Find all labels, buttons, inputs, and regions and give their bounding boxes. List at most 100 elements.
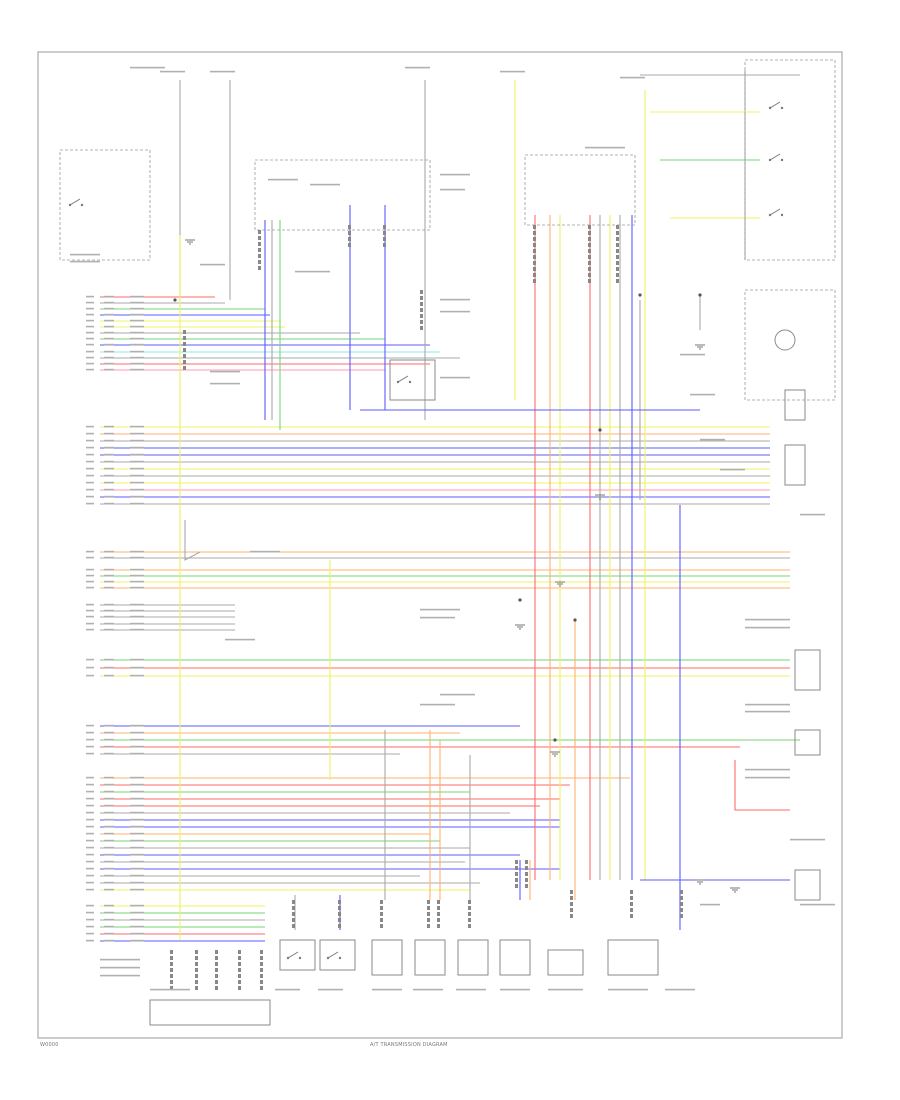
tiny-label-mark xyxy=(86,731,94,734)
tiny-label-mark xyxy=(130,888,144,891)
connector-pin xyxy=(238,968,241,972)
tiny-label-mark xyxy=(86,724,94,727)
fuse-relay-box xyxy=(254,159,431,231)
tiny-label-mark xyxy=(86,839,94,842)
connector-icon xyxy=(380,900,383,928)
ground-icon xyxy=(730,887,740,893)
connector-icon xyxy=(195,950,198,990)
connector-icon xyxy=(420,290,423,330)
connector-icon xyxy=(238,950,241,990)
connector-pin xyxy=(680,896,683,900)
tiny-label-mark xyxy=(130,307,144,310)
connector-pin xyxy=(533,243,536,247)
connector-pin xyxy=(348,237,351,241)
connector-pin xyxy=(183,336,186,340)
tiny-label-mark xyxy=(86,368,94,371)
tiny-label-mark xyxy=(86,603,94,606)
tiny-label-mark xyxy=(548,988,583,991)
connector-pin xyxy=(570,896,573,900)
connector-pin xyxy=(515,872,518,876)
connector-pin xyxy=(630,914,633,918)
connector-pin xyxy=(258,260,261,264)
shift-solenoid-box xyxy=(414,939,446,976)
tiny-label-mark xyxy=(130,622,144,625)
tiny-label-mark xyxy=(130,932,144,935)
tiny-label-mark xyxy=(104,603,114,606)
tiny-label-mark xyxy=(86,356,94,359)
tiny-label-mark xyxy=(86,622,94,625)
tiny-label-mark xyxy=(440,173,470,176)
connector-pin xyxy=(258,236,261,240)
tiny-label-mark xyxy=(130,550,144,553)
connector-pin xyxy=(588,273,591,277)
tiny-label-mark xyxy=(104,888,114,891)
tiny-label-mark xyxy=(86,580,94,583)
connector-icon xyxy=(570,890,573,918)
tiny-label-mark xyxy=(104,615,114,618)
connector-pin xyxy=(533,261,536,265)
linear-solenoid-box xyxy=(607,939,659,976)
tiny-label-mark xyxy=(104,790,114,793)
tiny-label-mark xyxy=(104,337,114,340)
label-layer xyxy=(70,66,835,991)
connector-pin xyxy=(260,956,263,960)
tiny-label-mark xyxy=(130,356,144,359)
tiny-label-mark xyxy=(86,818,94,821)
tiny-label-mark xyxy=(86,343,94,346)
tiny-label-mark xyxy=(268,178,298,181)
connector-pin xyxy=(338,912,341,916)
connector-pin xyxy=(588,279,591,283)
tiny-label-mark xyxy=(86,495,94,498)
tiny-label-mark xyxy=(130,811,144,814)
connector-pin xyxy=(420,314,423,318)
shift-solenoid-box xyxy=(499,939,531,976)
connector-pin xyxy=(468,924,471,928)
tiny-label-mark xyxy=(130,495,144,498)
tiny-label-mark xyxy=(130,301,144,304)
connector-pin xyxy=(533,279,536,283)
connector-icon xyxy=(515,860,518,888)
tiny-label-mark xyxy=(130,752,144,755)
tiny-label-mark xyxy=(86,904,94,907)
connector-pin xyxy=(588,255,591,259)
tiny-label-mark xyxy=(86,776,94,779)
tiny-label-mark xyxy=(420,703,455,706)
switch-pivot xyxy=(326,956,330,960)
connector-pin xyxy=(380,912,383,916)
tcc-connector xyxy=(794,729,821,756)
switch-blade xyxy=(769,208,781,216)
junction-dot xyxy=(598,428,602,432)
connector-pin xyxy=(338,918,341,922)
transmission-range-switch-box xyxy=(524,154,636,226)
connector-pin xyxy=(680,914,683,918)
tiny-label-mark xyxy=(86,474,94,477)
tiny-label-mark xyxy=(104,425,114,428)
connector-pin xyxy=(588,249,591,253)
tiny-label-mark xyxy=(104,818,114,821)
connector-icon xyxy=(292,900,295,928)
connector-pin xyxy=(630,890,633,894)
tiny-label-mark xyxy=(86,911,94,914)
connector-pin xyxy=(260,980,263,984)
tiny-label-mark xyxy=(130,425,144,428)
connector-pin xyxy=(533,231,536,235)
tiny-label-mark xyxy=(130,881,144,884)
tiny-label-mark xyxy=(130,66,165,69)
tiny-label-mark xyxy=(104,453,114,456)
connector-pin xyxy=(437,924,440,928)
brake-switch-box xyxy=(59,149,151,261)
tiny-label-mark xyxy=(130,911,144,914)
tiny-label-mark xyxy=(104,609,114,612)
tiny-label-mark xyxy=(104,460,114,463)
connector-pin xyxy=(348,225,351,229)
tiny-label-mark xyxy=(86,860,94,863)
tiny-label-mark xyxy=(130,603,144,606)
tiny-label-mark xyxy=(104,568,114,571)
connector-pin xyxy=(616,279,619,283)
relay-box xyxy=(744,59,836,261)
tiny-label-mark xyxy=(405,66,430,69)
connector-pin xyxy=(533,249,536,253)
connector-pin xyxy=(515,866,518,870)
tiny-label-mark xyxy=(86,825,94,828)
tiny-label-mark xyxy=(104,295,114,298)
